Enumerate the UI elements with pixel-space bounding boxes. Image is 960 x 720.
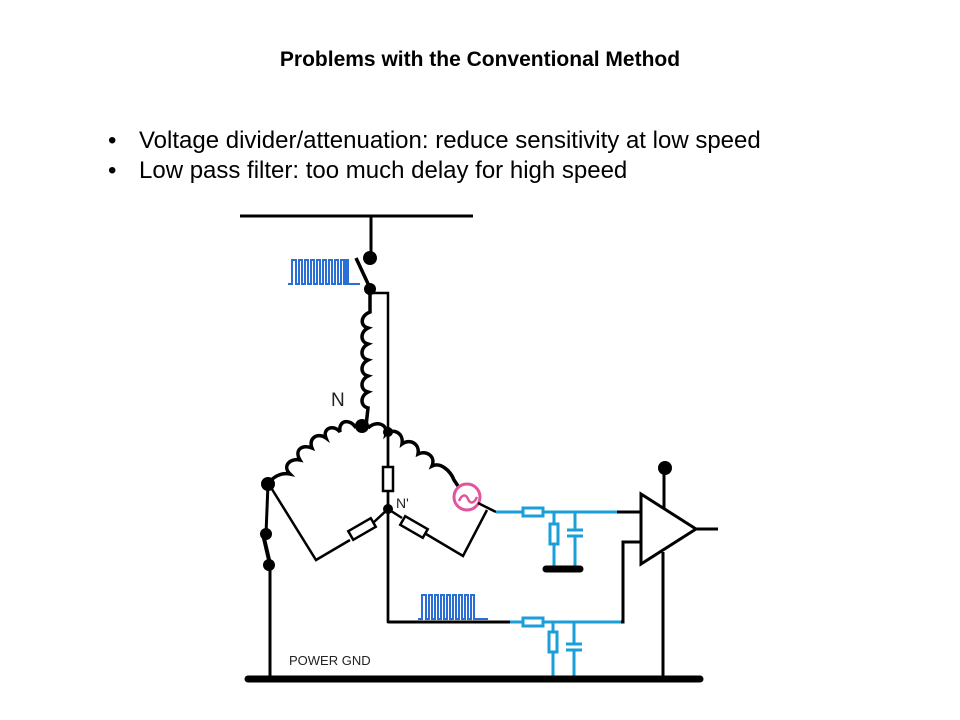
filter-lower-shunt-resistor-icon	[547, 630, 559, 654]
sense-wire	[372, 291, 420, 624]
resistor-vertical-icon	[381, 465, 395, 493]
switch-top-node	[363, 251, 377, 265]
left-phase-wire	[264, 483, 270, 535]
node-top-right	[383, 427, 393, 437]
bullet-list: • Voltage divider/attenuation: reduce sen…	[108, 126, 761, 186]
virtual-neutral-label: N'	[396, 495, 409, 511]
bullet-dot: •	[108, 157, 117, 184]
star-point-node	[355, 419, 369, 433]
filter-upper-series-resistor-icon	[521, 506, 545, 518]
phase-inductor-left-icon	[266, 419, 358, 486]
resistor-left-icon	[346, 516, 378, 542]
low-side-switch-icon	[261, 533, 271, 561]
bullet-item: • Low pass filter: too much delay for hig…	[108, 156, 761, 186]
slide-title: Problems with the Conventional Method	[279, 48, 681, 71]
filter-lower-series-resistor-icon	[521, 616, 545, 628]
neutral-label: N	[331, 390, 345, 411]
pwm-signal-icon	[288, 259, 360, 285]
bullet-dot: •	[108, 127, 117, 154]
resistor-left-wire	[373, 508, 389, 523]
resistor-right-wire	[387, 507, 403, 520]
phase-inductor-right-icon	[366, 422, 460, 487]
high-side-switch-icon	[354, 257, 372, 289]
resistor-network-right-wire	[425, 509, 489, 558]
power-ground-label: POWER GND	[289, 653, 371, 668]
bullet-text: Low pass filter: too much delay for high…	[139, 157, 628, 184]
ac-wave-icon	[457, 494, 479, 504]
comparator-input-minus-wire	[621, 540, 641, 624]
filter-upper-shunt-resistor-icon	[548, 522, 560, 546]
source-to-filter-wire	[477, 501, 497, 514]
bullet-item: • Voltage divider/attenuation: reduce sen…	[108, 126, 761, 156]
bullet-text: Voltage divider/attenuation: reduce sens…	[139, 127, 761, 154]
bemf-source-icon	[452, 482, 482, 512]
comparator-icon	[639, 491, 699, 567]
resistor-right-icon	[398, 514, 430, 540]
pwm-signal-lower-icon	[418, 594, 488, 620]
comparator-supply-node	[658, 461, 672, 475]
resistor-network-left-wire	[268, 485, 351, 562]
phase-inductor-n-icon	[360, 293, 373, 427]
